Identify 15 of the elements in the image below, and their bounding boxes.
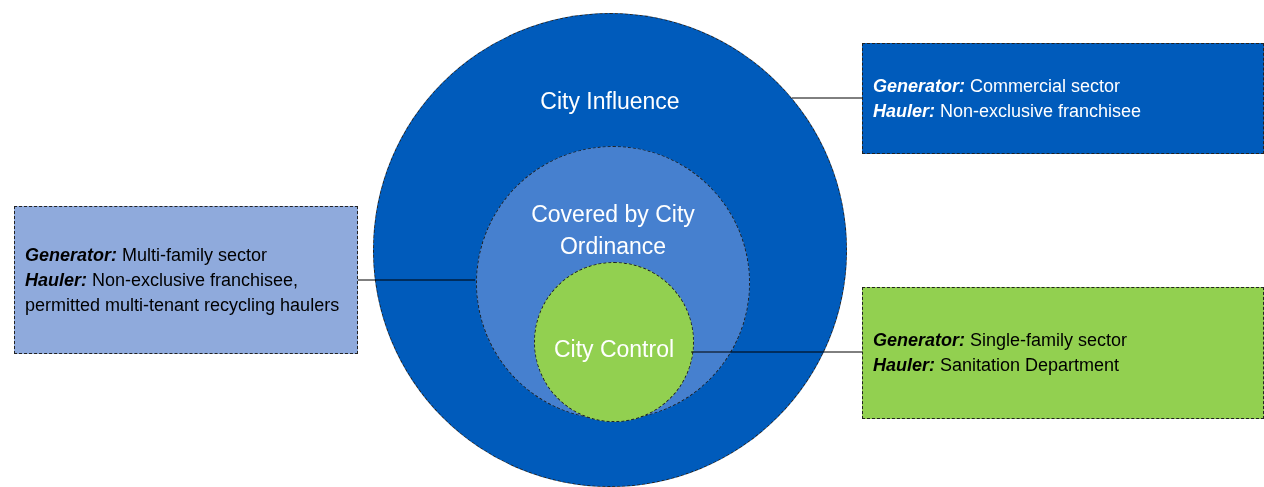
leader-line [357, 279, 476, 281]
description-text: Hauler: Non-exclusive franchisee [873, 99, 1143, 123]
description-text: Generator: Single-family sector [873, 329, 1129, 352]
region-label: City Influence [540, 87, 680, 116]
leader-line [791, 97, 863, 99]
region-label: Covered by City Ordinance [530, 200, 696, 261]
info-box [862, 287, 1264, 419]
region-label: City Control [553, 335, 675, 364]
description-text: Generator: Commercial sector [873, 74, 1122, 98]
description-text: Hauler: Non-exclusive franchisee, permitted multi-tenant recycling haulers [25, 268, 341, 317]
info-box [862, 43, 1264, 154]
description-text: Generator: Multi-family sector [25, 243, 269, 267]
info-box [14, 206, 358, 354]
description-text: Hauler: Sanitation Department [873, 354, 1121, 377]
leader-line [690, 351, 863, 353]
